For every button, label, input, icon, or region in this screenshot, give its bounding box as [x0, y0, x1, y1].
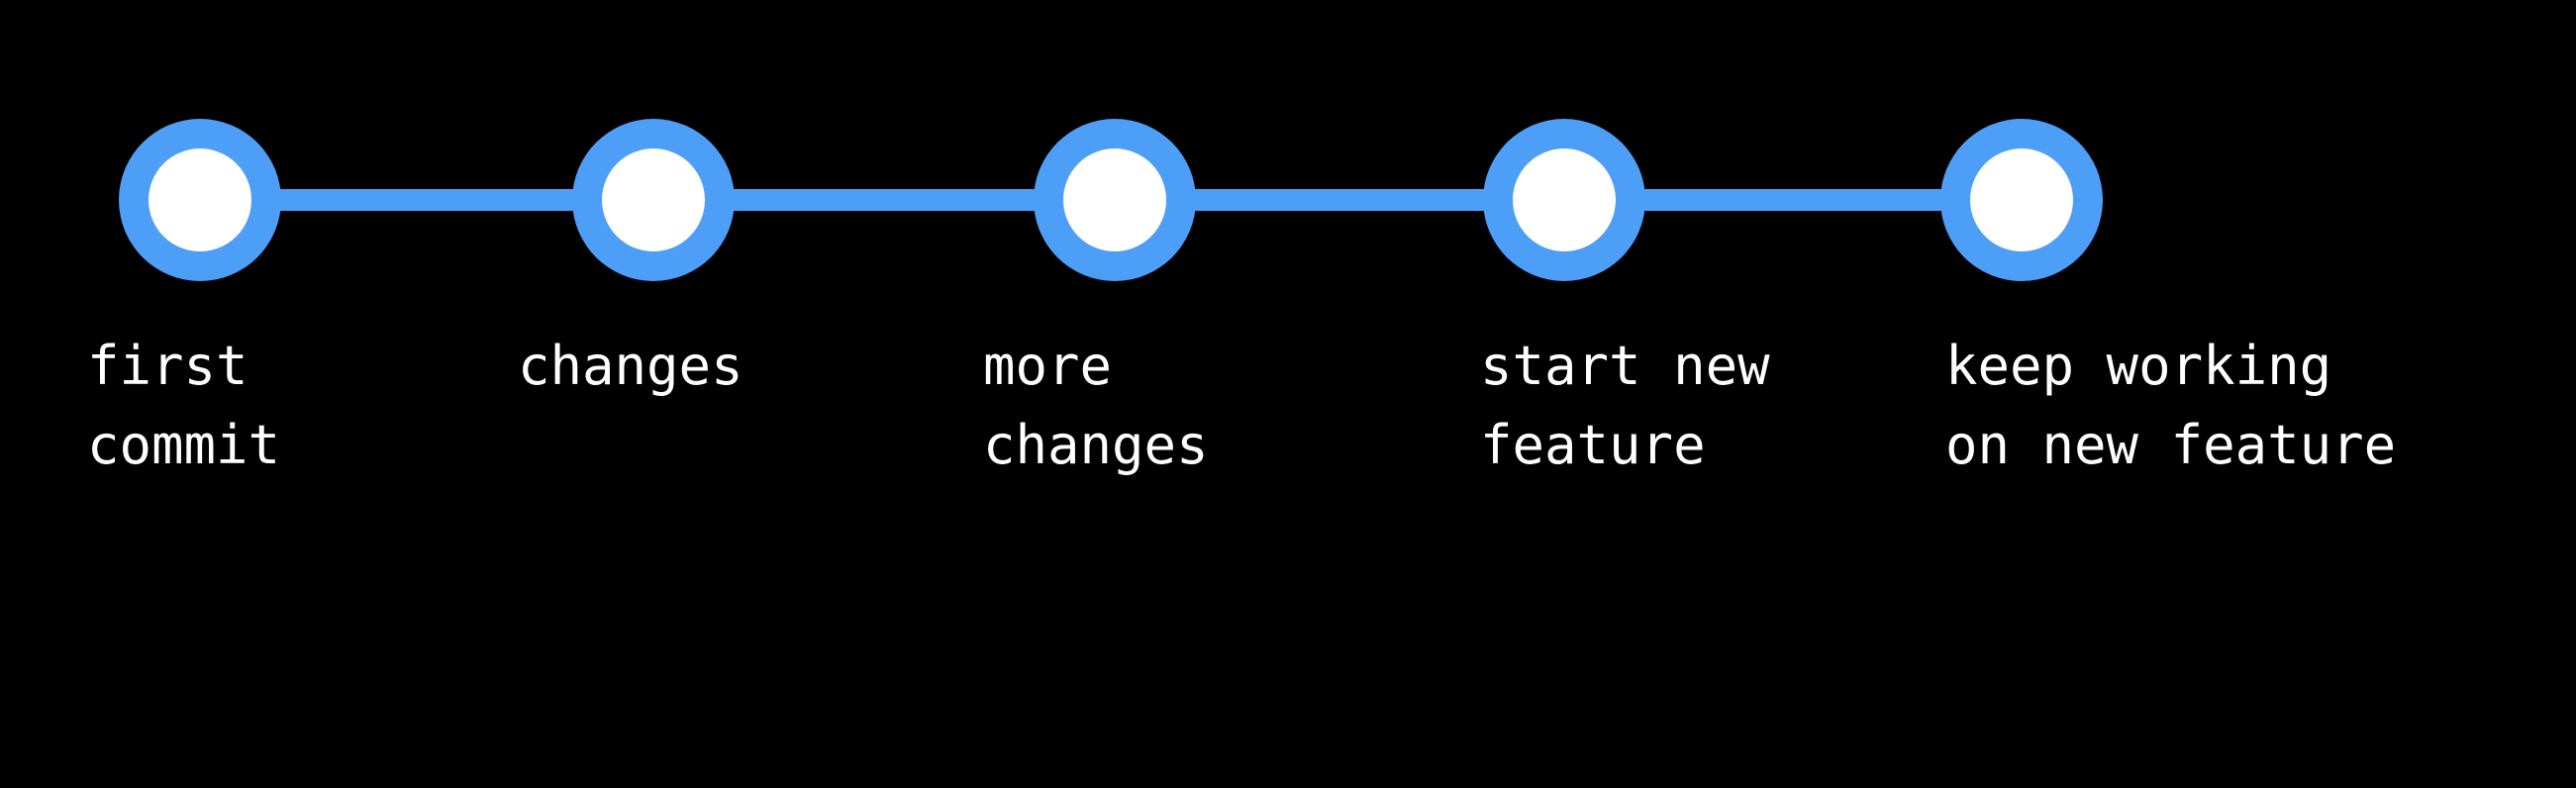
commit-label-line: start new	[1480, 335, 1770, 397]
commit-label-line: changes	[983, 414, 1209, 476]
commit-label-4: start new feature	[1480, 327, 1770, 485]
commit-node-3[interactable]	[1034, 119, 1196, 281]
commit-label-line: keep working	[1945, 335, 2332, 397]
commit-node-4[interactable]	[1483, 119, 1645, 281]
commit-label-2: changes	[518, 327, 743, 406]
commit-node-5[interactable]	[1940, 119, 2103, 281]
commit-label-5: keep working on new feature	[1945, 327, 2396, 485]
commit-node-core-1	[149, 148, 251, 251]
commit-node-core-5	[1970, 148, 2073, 251]
commit-label-line: more	[983, 335, 1113, 397]
commit-node-2[interactable]	[572, 119, 735, 281]
commit-label-line: first	[87, 335, 248, 397]
commit-node-core-2	[602, 148, 705, 251]
commit-node-core-4	[1513, 148, 1616, 251]
commit-label-line: commit	[87, 414, 281, 476]
commit-label-1: first commit	[87, 327, 280, 485]
commit-node-core-3	[1063, 148, 1166, 251]
commit-label-line: changes	[518, 335, 743, 397]
commit-label-3: more changes	[983, 327, 1209, 485]
commit-label-line: feature	[1480, 414, 1706, 476]
commit-label-line: on new feature	[1945, 414, 2397, 476]
commit-node-1[interactable]	[119, 119, 281, 281]
